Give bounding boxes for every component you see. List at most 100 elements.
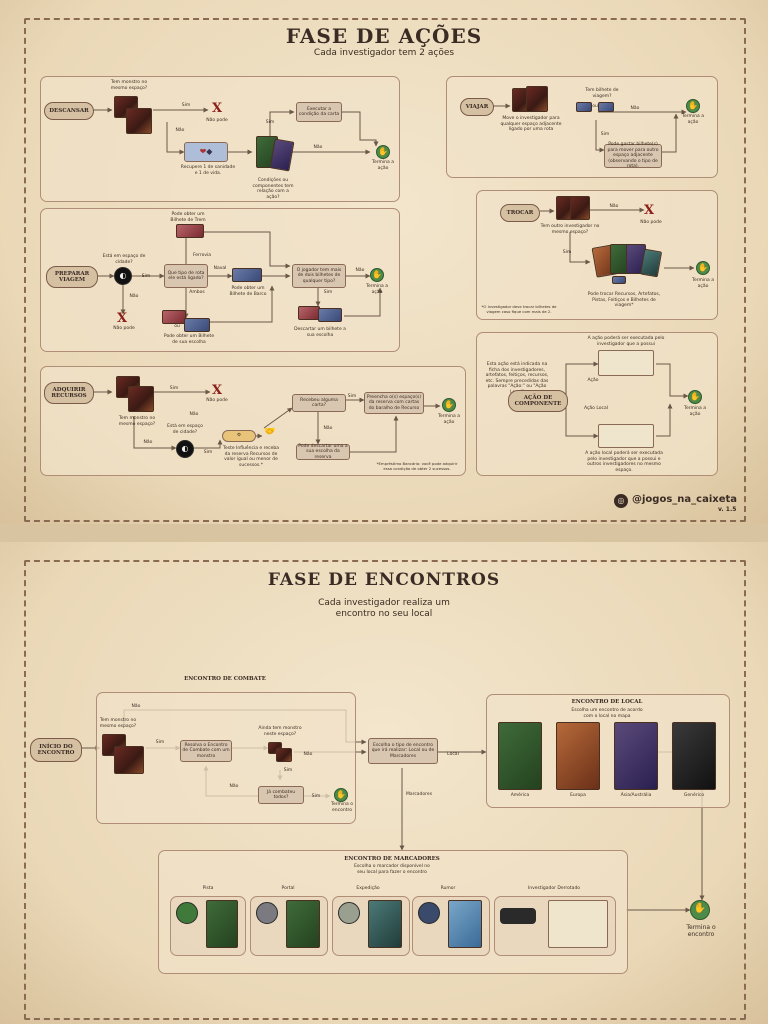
- x-icon: X: [644, 203, 655, 218]
- all-fought-box: Já combateu todos?: [258, 786, 304, 804]
- label-sim: Sim: [600, 132, 610, 137]
- adquirir-action[interactable]: ADQUIRIR RECURSOS: [44, 382, 94, 404]
- label-marcadores: Marcadores: [405, 792, 433, 797]
- region-label: América: [510, 793, 530, 798]
- local-title: ENCONTRO DE LOCAL: [571, 699, 643, 705]
- markers-title: ENCONTRO DE MARCADORES: [344, 856, 440, 862]
- start-encounter[interactable]: INÍCIO DO ENCONTRO: [30, 738, 82, 762]
- panel-adquirir: [40, 366, 466, 476]
- end-action-icon: ✋: [686, 99, 700, 113]
- end-action-icon: ✋: [688, 390, 702, 404]
- marker-label: Investigador Derrotado: [527, 886, 581, 891]
- markers-subtitle: Escolha o marcador disponível no seu loc…: [354, 864, 430, 875]
- sheet-gap: [0, 524, 768, 542]
- encounter-title: FASE DE ENCONTROS: [267, 570, 501, 590]
- discard-reserve-box: Pode descartar uma a sua escolha da rese…: [296, 444, 350, 460]
- encounter-sheet-border: [24, 560, 746, 1020]
- resolve-combat-box: Resolva o Encontro de Combate com um mon…: [180, 740, 232, 762]
- descansar-action[interactable]: DESCANSAR: [44, 102, 94, 120]
- label-nao-pode: Não pode: [640, 220, 662, 225]
- region-card-europa: [556, 722, 600, 790]
- label-ou: ou: [592, 104, 598, 109]
- viajar-action[interactable]: VIAJAR: [460, 98, 494, 116]
- preparar-action[interactable]: PREPARAR VIAGEM: [46, 266, 98, 288]
- panel-descansar: [40, 76, 400, 202]
- preparar-q-city: Está em espaço de cidade?: [102, 254, 146, 265]
- end-encounter-label: Termina o encontro: [686, 924, 716, 938]
- use-ticket-box: Pode gastar bilhete(s) para mover para o…: [604, 142, 662, 169]
- defeated-investigator-card: [548, 900, 608, 948]
- region-label: Genérico: [683, 793, 705, 798]
- label-nao: Não: [630, 106, 640, 111]
- descansar-q-monster: Tem monstro no mesmo espaço?: [110, 80, 148, 91]
- label-nao: Não: [129, 294, 139, 299]
- city-space-icon: ◐: [176, 440, 194, 458]
- viajar-q-ticket: Tem bilhete de viagem?: [585, 88, 619, 99]
- label-nao-pode: Não pode: [206, 398, 228, 403]
- trocar-action[interactable]: TROCAR: [500, 204, 540, 222]
- preparar-discard: Descartar um bilhete a sua escolha: [294, 327, 346, 338]
- rumor-token: [418, 902, 440, 924]
- monster-token: [114, 746, 144, 774]
- trocar-note: *O investigador deve trocar bilhetes de …: [481, 304, 557, 314]
- combat-title: ENCONTRO DE COMBATE: [184, 676, 266, 682]
- boat-ticket: [232, 268, 262, 282]
- label-acao: Ação: [587, 378, 599, 383]
- componente-bottom: A ação local poderá ser executada pelo i…: [585, 451, 663, 473]
- region-card-asia: [614, 722, 658, 790]
- preparar-boat: Pode obter um Bilhete de Barco: [229, 286, 267, 297]
- marker-label: Pista: [202, 886, 214, 891]
- componente-top: A ação poderá ser executada pelo investi…: [587, 336, 665, 347]
- train-ticket: [298, 306, 320, 320]
- choose-encounter-box: Escolha o tipo de encontro que irá reali…: [368, 738, 438, 764]
- panel-viajar: [446, 76, 718, 178]
- label-ferrovia: Ferrovia: [192, 253, 212, 258]
- label-nao: Não: [323, 426, 333, 431]
- end-action-icon: ✋: [696, 261, 710, 275]
- label-nao: Não: [175, 128, 185, 133]
- actions-sheet-border: [24, 18, 746, 522]
- label-local: Local: [447, 752, 459, 757]
- boat-ticket: [318, 308, 342, 322]
- label-sim: Sim: [311, 794, 321, 799]
- train-ticket: [162, 310, 186, 324]
- descansar-conditions: Condições ou componentes tem relação com…: [252, 178, 294, 200]
- card-received-box: Recebeu alguma carta?: [292, 394, 346, 412]
- label-nao: Não: [355, 268, 365, 273]
- end-encounter-icon: ✋: [334, 788, 348, 802]
- refill-reserve-box: Preencha o(s) espaço(s) da reserva com c…: [364, 392, 424, 414]
- region-card-generic: [672, 722, 716, 790]
- label-acao-local: Ação Local: [583, 406, 609, 411]
- label-naval: Naval: [213, 266, 227, 271]
- end-action-label: Termina a ação: [682, 114, 704, 125]
- x-icon: X: [212, 101, 223, 116]
- region-label: Ásia/Austrália: [620, 793, 652, 798]
- handshake-icon: 🤝: [264, 427, 276, 437]
- label-sim: Sim: [169, 386, 179, 391]
- end-action-label: Termina a ação: [684, 406, 706, 417]
- end-action-label: Termina a ação: [438, 414, 460, 425]
- label-nao: Não: [609, 204, 619, 209]
- clue-token: [176, 902, 198, 924]
- label-nao: Não: [229, 784, 239, 789]
- label-sim: Sim: [562, 250, 572, 255]
- train-ticket: [576, 102, 592, 112]
- encounter-q-still: Ainda tem monstro neste espaço?: [258, 726, 302, 737]
- label-sim: Sim: [155, 740, 165, 745]
- boat-ticket: [184, 318, 210, 332]
- train-ticket: [176, 224, 204, 238]
- instagram-handle[interactable]: @jogos_na_caixeta: [632, 494, 738, 505]
- panel-componente: [476, 332, 718, 476]
- label-nao: Não: [313, 145, 323, 150]
- trocar-trade: Pode trocar Recursos, Artefatos, Pistas,…: [587, 292, 661, 308]
- local-subtitle: Escolha um encontro de acordo com o loca…: [571, 708, 643, 719]
- actions-title: FASE DE AÇÕES: [285, 24, 483, 48]
- influence-icon: ⚙: [222, 430, 256, 442]
- label-nao: Não: [189, 412, 199, 417]
- componente-action[interactable]: AÇÃO DE COMPONENTE: [508, 390, 568, 412]
- marker-label: Expedição: [356, 886, 380, 891]
- x-icon: X: [212, 383, 223, 398]
- city-space-icon: ◐: [114, 267, 132, 285]
- two-tickets-box: O jogador tem mais de dois bilhetes de q…: [292, 264, 346, 288]
- descansar-recover: Recupere 1 de sanidade e 1 de vida.: [180, 165, 236, 176]
